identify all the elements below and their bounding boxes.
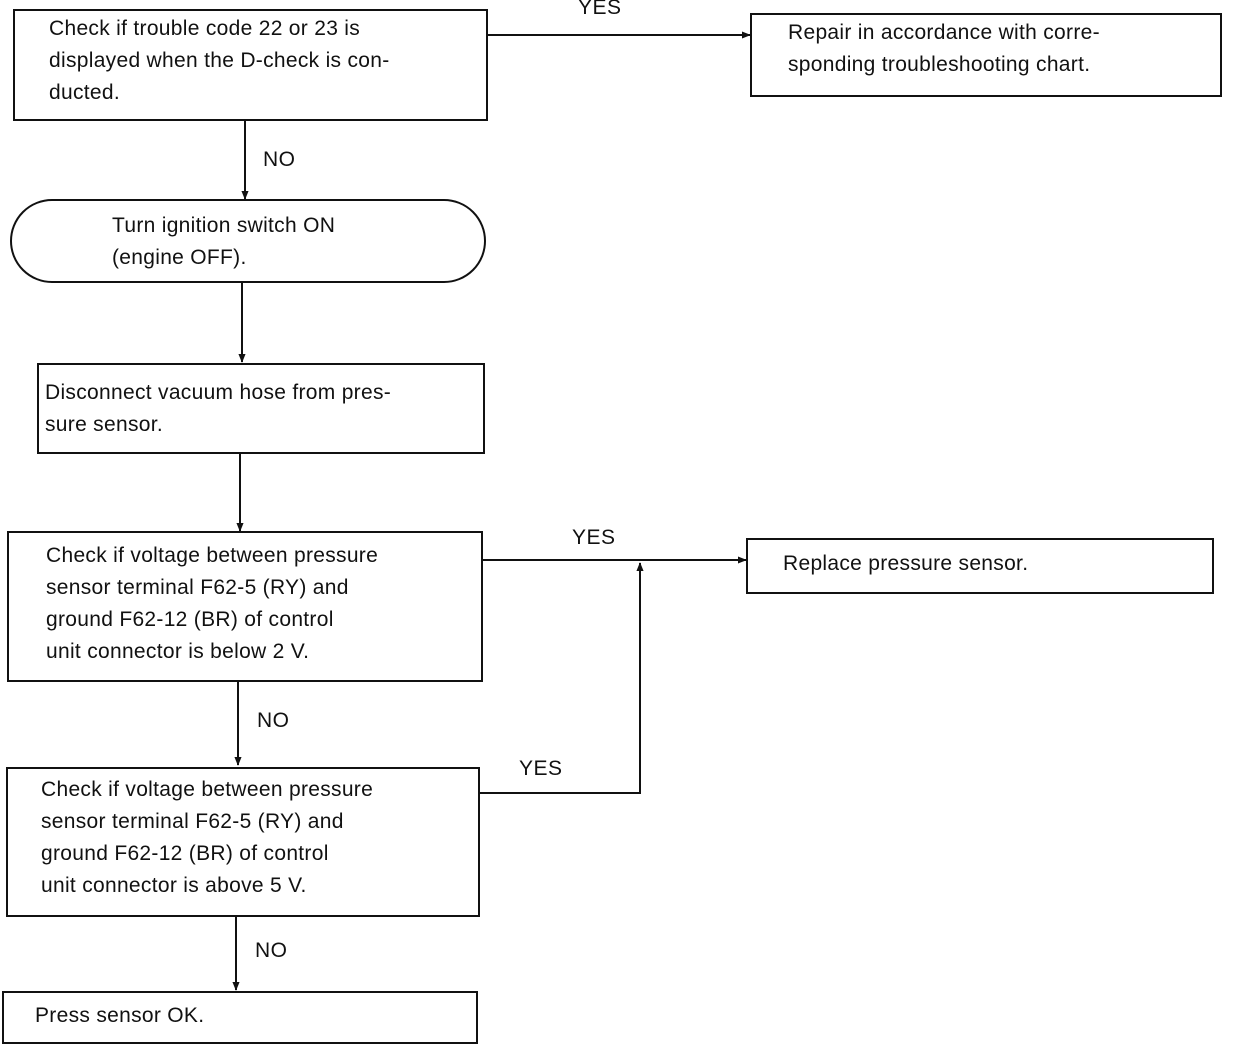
no-label-1: NO	[263, 148, 296, 171]
replace-sensor-box: Replace pressure sensor.	[746, 538, 1214, 594]
step2-text: Turn ignition switch ON (engine OFF).	[112, 214, 336, 269]
yes-label-2: YES	[572, 526, 616, 549]
line-step5-yes	[479, 562, 644, 794]
step4-text: Check if voltage between pressure sensor…	[46, 544, 379, 663]
yes-label-3: YES	[519, 757, 563, 780]
step1-yes-repair-box: Repair in accordance with corre- spondin…	[750, 13, 1222, 97]
step3-text: Disconnect vacuum hose from pres- sure s…	[45, 381, 392, 436]
step4-check-below-2v: Check if voltage between pressure sensor…	[7, 531, 483, 682]
step3-disconnect-hose: Disconnect vacuum hose from pres- sure s…	[37, 363, 485, 454]
yes-label-1: YES	[578, 0, 622, 19]
no-label-2: NO	[257, 709, 290, 732]
step5-check-above-5v: Check if voltage between pressure sensor…	[6, 767, 480, 917]
replace-text: Replace pressure sensor.	[783, 552, 1029, 575]
step2-turn-ignition: Turn ignition switch ON (engine OFF).	[10, 199, 486, 283]
step1-check-trouble-code: Check if trouble code 22 or 23 is displa…	[13, 9, 488, 121]
final-sensor-ok: Press sensor OK.	[2, 991, 478, 1044]
final-text: Press sensor OK.	[35, 1004, 205, 1027]
step5-text: Check if voltage between pressure sensor…	[41, 778, 374, 897]
step1-text: Check if trouble code 22 or 23 is displa…	[49, 17, 390, 104]
no-label-3: NO	[255, 939, 288, 962]
repair-text: Repair in accordance with corre- spondin…	[788, 21, 1100, 76]
